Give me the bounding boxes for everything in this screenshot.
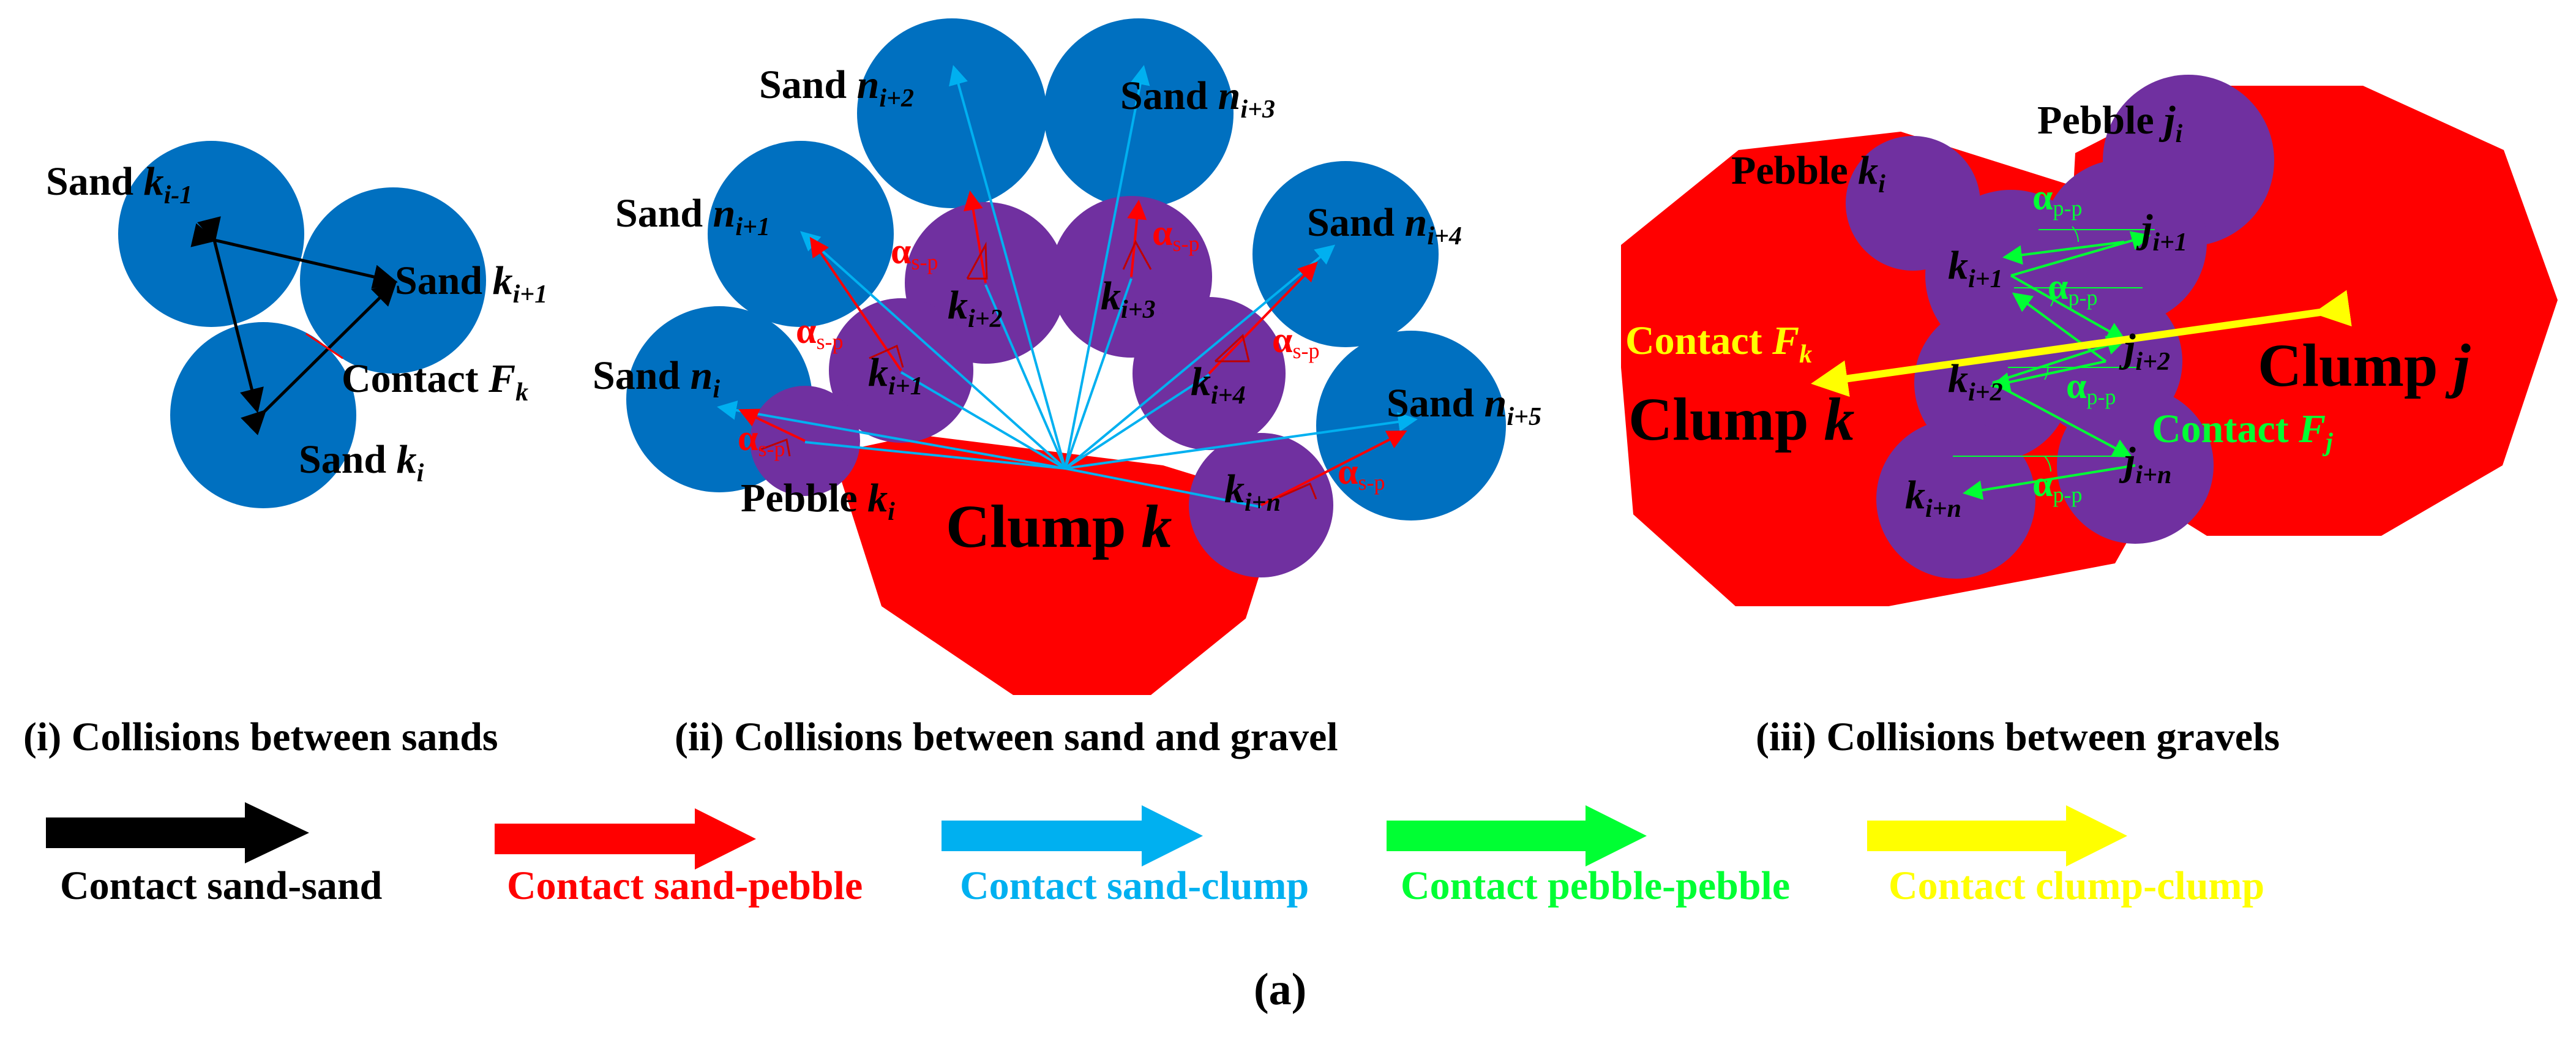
pebble-pebble-arrow: [2002, 241, 2125, 265]
label-pebble-k-i: Pebble ki: [1731, 148, 1885, 198]
legend-arrow-green: [1387, 805, 1647, 866]
legend-arrow-red: [495, 808, 756, 870]
legend: Contact sand-sand Contact sand-pebble Co…: [46, 802, 2264, 908]
label-sand-k-i-1: Sand ki-1: [46, 159, 192, 209]
legend-label-clump-clump: Contact clump-clump: [1889, 863, 2264, 908]
sand-pebble-arrows: [738, 190, 1407, 506]
clump-clump-arrow: [1811, 290, 2352, 397]
sand-clump-arrow: [717, 400, 1066, 470]
pebble-pebble-arrow: [2010, 231, 2151, 277]
caption-panel-ii: (ii) Collisions between sand and gravel: [675, 715, 1338, 759]
label-k-i+1: ki+1: [1948, 243, 2003, 293]
sand-pebble-arrow: [738, 408, 806, 442]
label-alpha-sp: αs-p: [1272, 320, 1320, 363]
sand-particle-n-i+3: [1044, 18, 1234, 208]
pebble-pebble-arrow: [1963, 464, 2136, 500]
label-k-i+n: ki+n: [1224, 467, 1281, 517]
legend-label-pebble-pebble: Contact pebble-pebble: [1401, 863, 1790, 908]
sand-particle-n-i+2: [857, 18, 1047, 208]
angle-markers: [758, 239, 1317, 500]
sand-clump-arrow: [1065, 467, 1262, 508]
label-sand-n-i+2: Sand ni+2: [759, 62, 914, 113]
label-j-i+2: ji+2: [2119, 326, 2170, 376]
label-sand-k-i: Sand ki: [299, 437, 424, 487]
angle-marker: [1122, 239, 1152, 270]
label-alpha-sp: αs-p: [1152, 212, 1200, 256]
label-pebble-k-i: Pebble ki: [741, 476, 895, 526]
panel-sand-gravel: αs-p αs-p αs-p αs-p αs-p αs-p Sand ni+2 …: [593, 18, 1541, 695]
legend-label-sand-clump: Contact sand-clump: [960, 863, 1309, 908]
label-sand-k-i+1: Sand ki+1: [395, 258, 547, 309]
sand-clump-arrow: [984, 284, 1066, 469]
label-k-i+2: ki+2: [948, 283, 1003, 333]
legend-arrow-blue: [942, 805, 1203, 866]
label-pebble-j-i: Pebble ji: [2037, 98, 2183, 148]
label-sand-n-i+1: Sand ni+1: [615, 191, 770, 241]
sand-clump-arrow: [1064, 278, 1133, 469]
sand-clump-arrows: [717, 65, 1418, 508]
label-k-i+1: ki+1: [868, 350, 923, 400]
label-contact-fk: Contact Fk: [1625, 318, 1812, 369]
angle-marker: [1279, 483, 1317, 500]
legend-arrow-yellow: [1867, 805, 2127, 866]
clump-k: [833, 435, 1282, 695]
sand-pebble-arrow: [809, 236, 902, 372]
panel-gravels: αp-p αp-p αp-p αp-p Pebble ki Pebble ji …: [1621, 75, 2558, 606]
sand-clump-arrow: [800, 231, 1066, 470]
label-contact-fj: Contact Fj: [2152, 407, 2333, 457]
sand-clump-arrow: [1065, 412, 1418, 470]
contact-leader: [305, 333, 343, 359]
pebble-k-i+n: [1876, 419, 2035, 579]
label-clump-k: Clump k: [946, 492, 1172, 560]
label-clump-j: Clump j: [2258, 331, 2471, 399]
sand-clump-arrow: [1064, 244, 1336, 470]
label-alpha-sp: αs-p: [1338, 451, 1385, 495]
sand-clump-arrow: [949, 65, 1066, 469]
sand-particle-n-i+5: [1316, 331, 1506, 520]
sand-clump-arrow: [1064, 65, 1150, 469]
sand-clump-arrow: [1064, 374, 1210, 470]
caption-panel-i: (i) Collisions between sands: [23, 715, 498, 759]
angle-marker: [869, 344, 904, 368]
label-k-i+4: ki+4: [1191, 359, 1246, 410]
panel-sands: Sand ki-1 Sand ki+1 Contact Fk Sand ki: [46, 141, 547, 508]
label-sand-n-i+3: Sand ni+3: [1120, 73, 1275, 124]
label-clump-k: Clump k: [1628, 385, 1855, 453]
label-sand-n-i: Sand ni: [593, 353, 720, 404]
label-alpha-pp: αp-p: [2048, 266, 2098, 310]
angle-marker: [1214, 334, 1250, 363]
angle-marker: [758, 438, 791, 457]
sand-pebble-arrow: [1208, 261, 1318, 375]
legend-label-sand-sand: Contact sand-sand: [60, 863, 382, 908]
label-alpha-pp: αp-p: [2032, 177, 2083, 220]
sand-pebble-arrow: [963, 190, 987, 284]
label-k-i+3: ki+3: [1101, 274, 1156, 324]
legend-arrow-black: [46, 802, 309, 863]
angle-marker: [966, 241, 988, 280]
label-k-i+n: ki+n: [1905, 473, 1961, 523]
label-alpha-sp: αs-p: [738, 418, 785, 461]
label-alpha-pp: αp-p: [2066, 366, 2116, 409]
sand-pebble-arrow: [1260, 430, 1407, 506]
label-contact-fk: Contact Fk: [342, 356, 528, 407]
sand-clump-arrow: [900, 371, 1066, 470]
angle-arc: [2072, 226, 2079, 242]
label-alpha-pp: αp-p: [2032, 464, 2083, 507]
sand-clump-arrow: [804, 441, 1066, 470]
angle-arc: [2044, 456, 2051, 472]
caption-panel-iii: (iii) Collisions between gravels: [1756, 715, 2280, 759]
label-sand-n-i+5: Sand ni+5: [1387, 381, 1541, 431]
figure-label: (a): [1254, 964, 1306, 1015]
label-alpha-sp: αs-p: [891, 231, 938, 274]
label-sand-n-i+4: Sand ni+4: [1307, 200, 1462, 250]
sand-particle-n-i+4: [1252, 161, 1439, 347]
label-alpha-sp: αs-p: [796, 310, 844, 354]
contact-arrow: [241, 280, 397, 435]
legend-label-sand-pebble: Contact sand-pebble: [507, 863, 863, 908]
sand-pebble-arrow: [1127, 200, 1147, 277]
label-k-i+2: ki+2: [1948, 356, 2003, 407]
